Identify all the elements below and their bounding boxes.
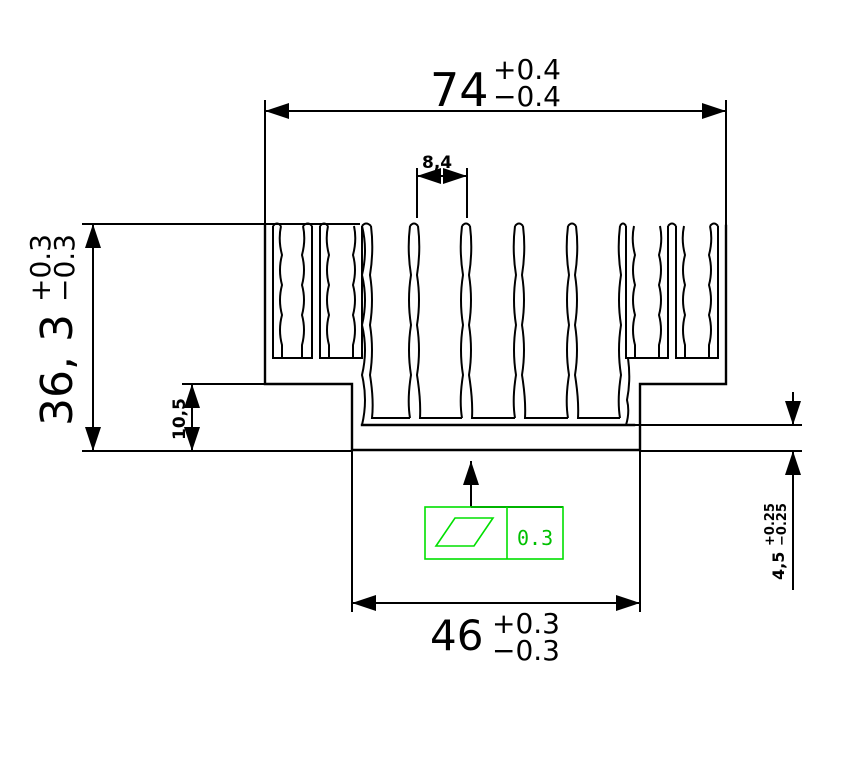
base-width-tol-minus: −0.3	[492, 634, 560, 667]
base-thickness-value: 4,5	[769, 552, 788, 580]
base-width-tol-plus: +0.3	[492, 607, 560, 640]
dimension-base-thickness: 4,5 +0.25 −0.25	[634, 392, 802, 590]
overall-width-value: 74	[430, 63, 489, 117]
dimension-fin-pitch: 8,4	[416, 153, 468, 218]
dimension-overall-width: 74 +0.4 −0.4	[264, 53, 727, 226]
base-width-value: 46	[430, 611, 483, 660]
right-upper-fins	[625, 225, 719, 359]
overall-height-tol-plus: +0.3	[24, 234, 57, 302]
overall-height-tol-minus: −0.3	[48, 234, 81, 302]
flatness-callout: 0.3	[424, 461, 564, 560]
overall-width-tol-plus: +0.4	[493, 53, 561, 86]
base-thickness-tol-plus: +0.25	[763, 503, 778, 546]
left-upper-fins	[272, 225, 363, 359]
overall-height-value: 36, 3	[32, 314, 83, 426]
central-fins	[272, 222, 719, 426]
feature-control-frame	[424, 506, 564, 560]
dimension-step-height: 10,5	[170, 383, 265, 451]
heatsink-profile	[263, 222, 728, 452]
overall-width-tol-minus: −0.4	[493, 80, 561, 113]
flatness-symbol-icon	[434, 517, 495, 547]
flatness-value: 0.3	[517, 526, 553, 550]
step-height-value: 10,5	[170, 398, 190, 440]
base-thickness-tol-minus: −0.25	[775, 503, 790, 546]
dimension-base-width: 46 +0.3 −0.3	[351, 451, 641, 667]
dimension-overall-height: 36, 3 +0.3 −0.3	[24, 223, 360, 452]
fin-pitch-value: 8,4	[422, 153, 452, 173]
